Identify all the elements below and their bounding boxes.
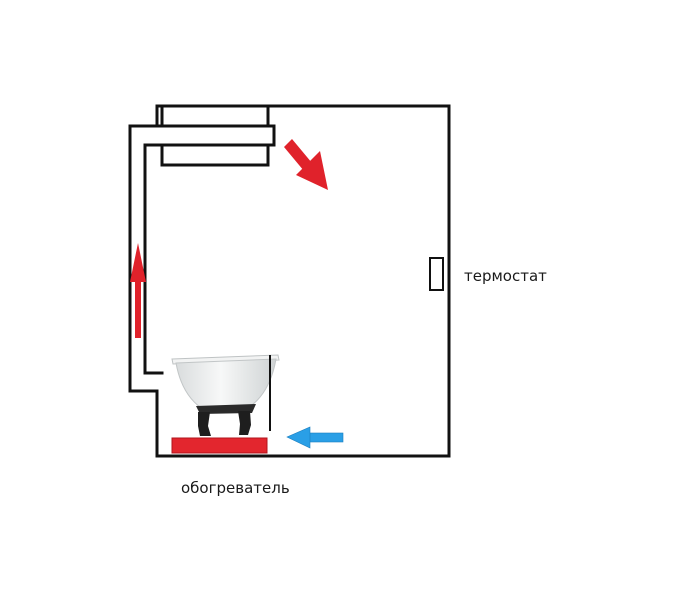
air-duct	[128, 104, 276, 393]
cool-air-arrow-icon	[286, 426, 344, 449]
duct-vent-lower	[160, 143, 270, 167]
tub-foot-left	[198, 412, 211, 436]
heater-label: обогреватель	[181, 479, 290, 497]
tub-foot-right	[238, 411, 251, 435]
clawfoot-bathtub-icon	[171, 354, 280, 436]
thermostat-label: термостат	[464, 267, 547, 285]
warm-air-diagonal-arrow-icon	[284, 139, 328, 190]
thermostat-box-icon	[429, 257, 444, 291]
room-outline	[155, 104, 451, 458]
heater-block-icon	[171, 437, 268, 454]
duct-inner	[143, 143, 276, 375]
warm-air-up-arrow-icon	[130, 243, 146, 338]
duct-outer	[128, 124, 276, 393]
